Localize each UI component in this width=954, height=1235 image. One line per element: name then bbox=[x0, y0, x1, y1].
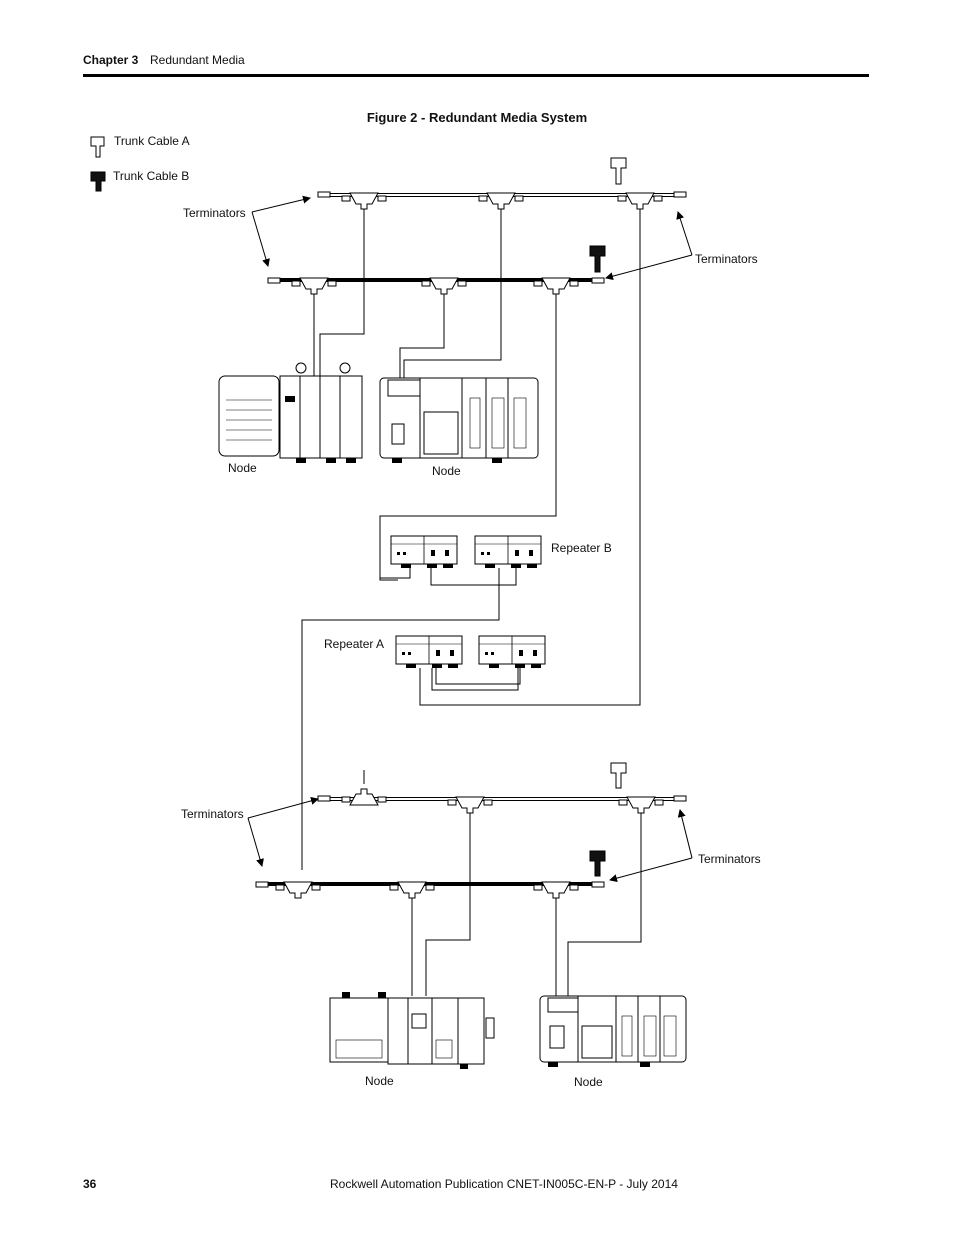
node-label-1: Node bbox=[228, 461, 257, 475]
repeater-b-unit-2 bbox=[474, 535, 542, 569]
terminators-label-bottom-right: Terminators bbox=[698, 852, 761, 866]
legend-trunk-a-label: Trunk Cable A bbox=[114, 134, 190, 148]
repeater-a-label: Repeater A bbox=[324, 637, 385, 651]
chapter-label: Chapter 3 bbox=[83, 53, 139, 67]
section-label: Redundant Media bbox=[150, 53, 245, 67]
trunk-a-legend-icon bbox=[90, 136, 105, 158]
legend-trunk-b-label: Trunk Cable B bbox=[113, 169, 190, 183]
node-label-2: Node bbox=[432, 464, 461, 478]
tap-a4 bbox=[341, 788, 387, 806]
repeater-a-unit-1 bbox=[395, 635, 463, 669]
page-number: 36 bbox=[83, 1177, 97, 1191]
terminators-label-top-right: Terminators bbox=[695, 252, 758, 266]
terminators-label-top-left: Terminators bbox=[183, 206, 246, 220]
trunk-b-legend-icon bbox=[90, 171, 106, 192]
header-rule bbox=[83, 74, 869, 77]
node-label-3: Node bbox=[365, 1074, 394, 1088]
terminators-label-bottom-left: Terminators bbox=[181, 807, 244, 821]
repeater-b-label: Repeater B bbox=[551, 541, 612, 555]
publication-footer: Rockwell Automation Publication CNET-IN0… bbox=[330, 1177, 678, 1191]
figure-title: Figure 2 - Redundant Media System bbox=[366, 110, 588, 125]
node-1-chassis bbox=[218, 362, 363, 463]
node-4-chassis bbox=[539, 995, 687, 1067]
node-3-chassis bbox=[329, 992, 495, 1069]
repeater-b-unit-1 bbox=[390, 535, 458, 569]
node-label-4: Node bbox=[574, 1075, 603, 1089]
node-2-chassis bbox=[379, 377, 539, 463]
repeater-a-unit-2 bbox=[478, 635, 546, 669]
